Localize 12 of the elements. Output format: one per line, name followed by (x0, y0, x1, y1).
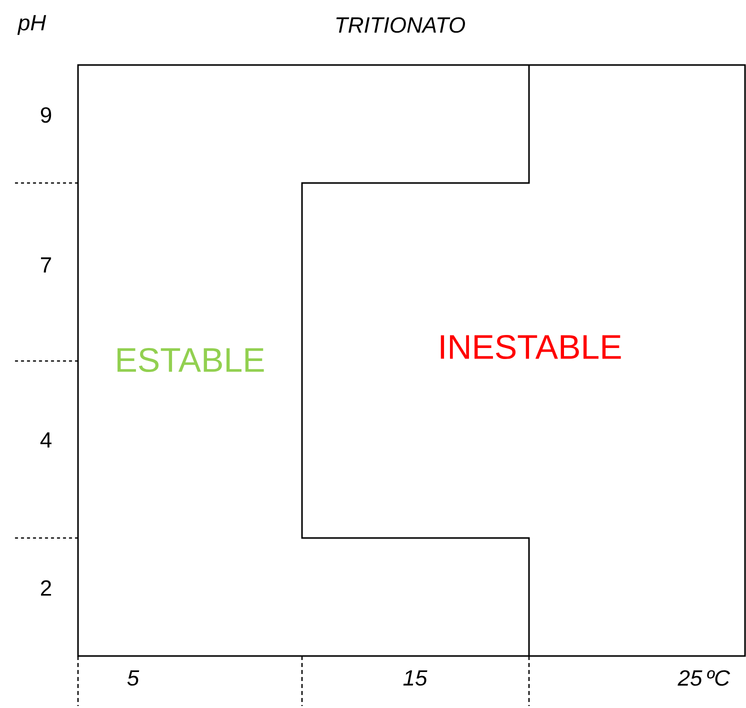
tick-label: 5 (127, 670, 140, 686)
tick-label: 4 (40, 432, 52, 448)
region-label: ESTABLE (118, 348, 264, 372)
axis-label: pH (17, 15, 46, 35)
axis-label: ºC (707, 670, 730, 686)
tick-label: 2 (41, 580, 52, 596)
tick-label: 9 (40, 107, 52, 123)
tick-label: 7 (41, 257, 52, 273)
tick-label: 25 (678, 670, 702, 686)
chart-title: TRITIONATO (336, 17, 465, 33)
tick-label: 15 (403, 670, 428, 686)
region-label: INESTABLE (440, 334, 621, 360)
